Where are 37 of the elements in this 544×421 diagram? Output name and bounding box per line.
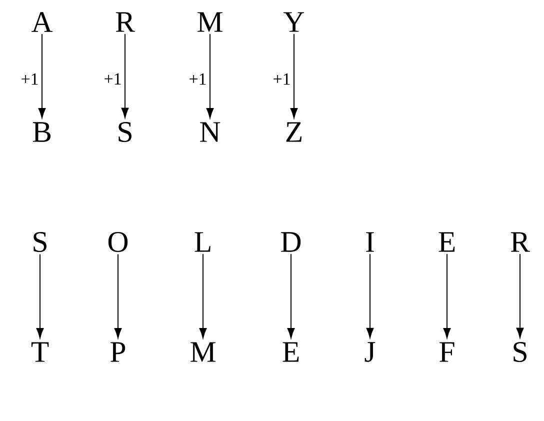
arrow <box>287 254 295 338</box>
letter: Y <box>284 12 304 32</box>
letter: I <box>366 232 374 252</box>
letter: O <box>108 232 128 252</box>
letter: D <box>281 232 301 252</box>
arrow <box>290 33 298 118</box>
letter: Z <box>286 122 302 142</box>
edge-label: +1 <box>104 73 121 84</box>
arrow <box>516 253 524 338</box>
letter: S <box>118 122 132 142</box>
letter: E <box>282 342 299 362</box>
letter: L <box>194 232 210 252</box>
letter: E <box>438 232 455 252</box>
arrow <box>38 34 46 118</box>
letter: B <box>32 122 51 142</box>
arrow <box>114 254 122 338</box>
edge-label: +1 <box>190 73 206 85</box>
letter: P <box>110 342 126 362</box>
letter: J <box>364 342 376 362</box>
arrow <box>36 254 44 338</box>
arrow <box>366 253 374 338</box>
letter: M <box>190 342 216 362</box>
arrow <box>443 253 451 338</box>
letter: R <box>510 232 530 252</box>
letter: R <box>116 12 135 32</box>
letter: M <box>198 12 222 32</box>
letter: A <box>32 12 53 32</box>
edge-label: +1 <box>274 73 290 85</box>
letter: F <box>440 342 454 362</box>
arrow <box>121 33 129 118</box>
letter: S <box>514 342 526 362</box>
edge-label: +1 <box>22 73 38 85</box>
letter: N <box>200 122 220 142</box>
arrow <box>206 33 214 118</box>
arrow <box>199 253 207 338</box>
letter: S <box>34 232 46 252</box>
letter: T <box>31 342 49 362</box>
